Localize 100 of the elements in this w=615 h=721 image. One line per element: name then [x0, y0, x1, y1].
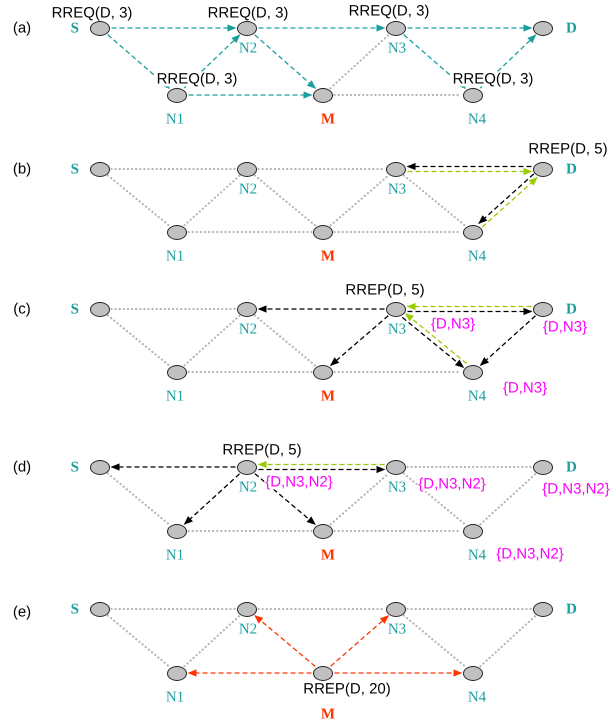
arrow [254, 473, 316, 526]
arrow [330, 615, 390, 667]
link-line [402, 472, 466, 526]
node-label: N1 [166, 690, 184, 706]
link-line [106, 314, 170, 367]
node-label: N3 [388, 322, 406, 338]
arrow [188, 669, 312, 677]
node-label: M [320, 548, 336, 564]
route-record-label: {D,N3,N2} [541, 482, 611, 496]
message-label: RREP(D, 5) [344, 282, 426, 298]
message-label: RREP(D, 5) [221, 442, 303, 458]
link-line [187, 230, 313, 234]
node-label: N1 [166, 250, 184, 264]
link-line [187, 370, 313, 374]
node-label: N1 [166, 548, 184, 564]
link-line [329, 34, 390, 90]
arrow [258, 460, 384, 468]
message-label: RREQ(D, 3) [206, 6, 290, 20]
node-label: D [566, 302, 577, 318]
link-line [183, 314, 241, 366]
link-line [187, 530, 313, 532]
node-label: D [566, 22, 577, 36]
link-line [402, 614, 466, 668]
arrow [184, 473, 240, 525]
node-label: N3 [388, 182, 406, 198]
arrow [254, 34, 316, 89]
arrow [330, 315, 389, 366]
node-label: N2 [238, 480, 258, 496]
arrow [480, 315, 536, 366]
link-line [406, 608, 533, 610]
node-label: N4 [468, 548, 486, 564]
arrow [403, 34, 466, 89]
link-line [330, 472, 390, 526]
link-line [254, 314, 316, 367]
link-line [406, 466, 533, 468]
route-record-label: {D,N3,N2} [264, 474, 334, 490]
node-label: N1 [166, 112, 184, 128]
node-label: S [70, 602, 79, 618]
node-label: N2 [238, 182, 258, 198]
link-line [110, 168, 237, 170]
arrow [110, 463, 236, 471]
node-label: D [566, 602, 577, 618]
node-label: M [320, 112, 336, 128]
arrow [334, 669, 462, 677]
arrow [406, 302, 532, 310]
link-line [402, 174, 466, 227]
route-record-label: {D,N3,N2} [417, 476, 487, 492]
link-line [183, 614, 241, 668]
node-label: S [70, 460, 79, 476]
message-label: RREQ(D, 3) [156, 72, 238, 86]
arrow [258, 24, 386, 32]
link-line [106, 174, 170, 227]
arrow [408, 308, 532, 316]
route-record-label: {D,N3} [502, 380, 548, 396]
message-label: RREQ(D, 3) [50, 6, 134, 20]
panel-label: (d) [12, 460, 32, 474]
link-line [183, 174, 241, 226]
node-label: N3 [388, 480, 406, 496]
message-label: RREQ(D, 3) [452, 72, 534, 86]
panel-label: (a) [12, 20, 32, 36]
link-line [254, 174, 316, 227]
route-record-label: {D,N3} [430, 316, 476, 332]
panel-label: (b) [12, 162, 32, 176]
node-label: N4 [468, 690, 486, 706]
node-label: N2 [238, 42, 258, 56]
node-label: S [70, 162, 79, 178]
panel-label: (c) [12, 302, 32, 316]
route-record-label: {D,N3,N2} [495, 546, 565, 562]
arrow [258, 305, 384, 313]
panel-label: (e) [12, 604, 32, 620]
node-label: S [70, 22, 79, 36]
node-label: M [320, 250, 336, 264]
link-line [106, 472, 170, 526]
message-label: RREP(D, 20) [302, 682, 392, 696]
arrow [408, 24, 532, 32]
node-label: N4 [468, 250, 486, 264]
arrow [107, 34, 170, 89]
node-label: N3 [388, 622, 406, 638]
node-label: N4 [468, 112, 486, 128]
node-label: N2 [238, 622, 258, 638]
node-label: N3 [388, 42, 406, 56]
node-label: N1 [166, 390, 184, 404]
message-label: RREP(D, 5) [527, 142, 609, 156]
node-label: S [70, 302, 79, 318]
arrow [406, 162, 532, 170]
arrow [408, 168, 532, 176]
node-label: M [320, 708, 336, 721]
arrow [258, 466, 386, 474]
link-line [479, 614, 537, 668]
route-record-label: {D,N3} [542, 320, 588, 334]
link-line [479, 472, 537, 526]
node-label: D [566, 460, 577, 476]
link-line [110, 608, 237, 610]
arrow [254, 614, 316, 667]
link-line [110, 308, 237, 310]
arrow [188, 91, 312, 99]
arrow [112, 24, 236, 32]
node-label: N4 [468, 390, 486, 404]
node-label: N2 [238, 322, 258, 338]
node-label: D [566, 162, 577, 178]
